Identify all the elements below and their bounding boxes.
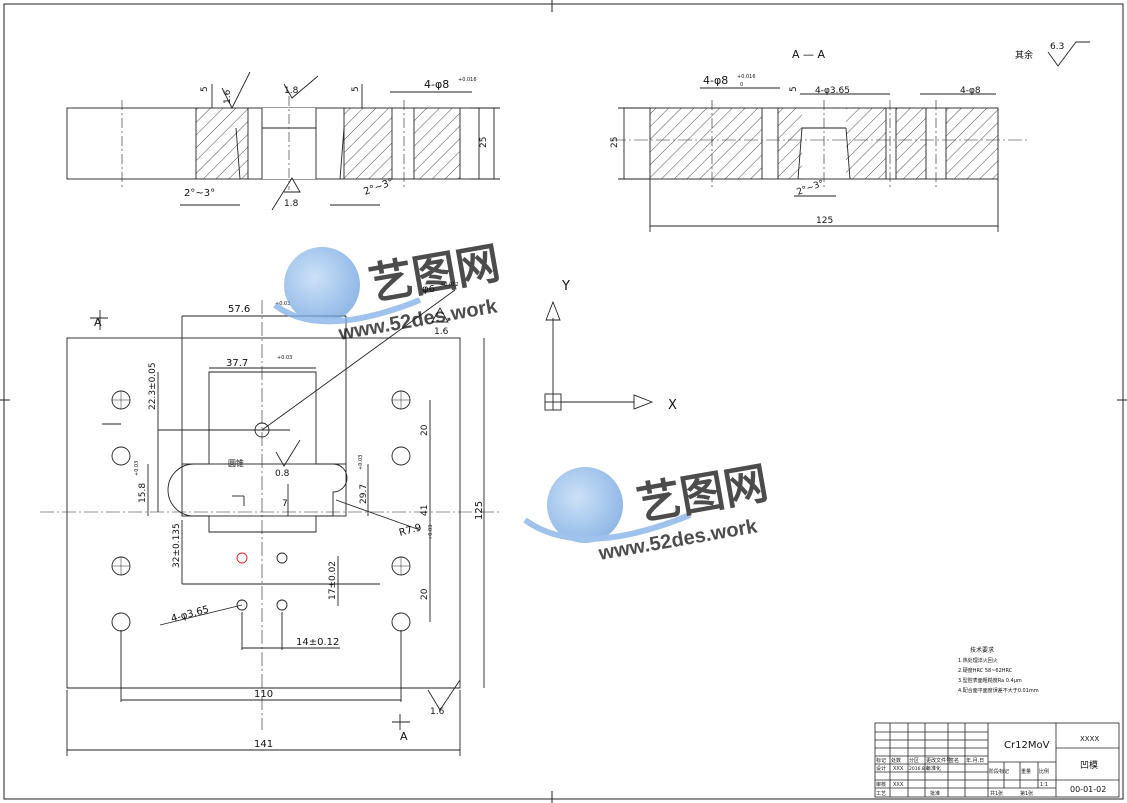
tb-material: Cr12MoV bbox=[1004, 740, 1050, 751]
tb-std: 标准化 bbox=[926, 765, 941, 772]
dim-57-6: 57.6 bbox=[228, 304, 250, 315]
dim-37-7: 37.7 bbox=[226, 358, 248, 369]
section-title: A — A bbox=[792, 48, 826, 61]
dim-15-8: 15.8 bbox=[138, 483, 148, 503]
dim-29-7-tol: +0.03 bbox=[358, 455, 364, 470]
watermark-middle: 艺图网 www.52des.work bbox=[523, 459, 772, 565]
radius-tol: +0.03 bbox=[428, 525, 434, 540]
dim-22-3: 22.3±0.05 bbox=[148, 362, 158, 410]
note-item: 3.型腔表面粗糙度Ra 0.4μm bbox=[958, 677, 1022, 684]
dim-7: 7 bbox=[282, 499, 288, 509]
plan-view bbox=[40, 289, 500, 756]
tb-date: 年.月.日 bbox=[966, 757, 984, 764]
title-block bbox=[874, 722, 1120, 798]
left-rough-c: 1.8 bbox=[284, 199, 299, 209]
right-holes-c: 4-φ8 bbox=[960, 86, 981, 96]
tb-part-name: 凹模 bbox=[1080, 760, 1098, 771]
dim-37-7-tol: +0.03 bbox=[277, 355, 292, 361]
left-rough-b: 1.8 bbox=[284, 86, 299, 96]
front-section-view bbox=[66, 71, 500, 211]
guide-holes bbox=[111, 390, 411, 632]
tb-sign: 签名 bbox=[949, 757, 959, 764]
section-mark-top: A bbox=[94, 316, 102, 329]
axis-symbol bbox=[544, 300, 654, 411]
mid-label: 圆锥 bbox=[228, 458, 244, 468]
tb-sheets-total: 共1张 bbox=[990, 790, 1003, 797]
right-length: 125 bbox=[816, 216, 833, 226]
tb-scale: 比例 bbox=[1039, 768, 1049, 775]
tb-company: XXXX bbox=[1080, 735, 1099, 743]
section-view-a-a bbox=[612, 41, 1090, 232]
left-depth-a: 5 bbox=[200, 86, 210, 92]
dim-57-6-tol: +0.03 bbox=[275, 301, 290, 307]
left-holes-tol: +0.016 bbox=[458, 77, 477, 83]
left-rough-a: 1.6 bbox=[223, 89, 233, 104]
dim-32: 32±0.135 bbox=[172, 523, 182, 568]
dim-20-bottom: 20 bbox=[420, 588, 430, 600]
rough-bottom: 1.6 bbox=[430, 707, 445, 717]
rough-mid: 0.8 bbox=[275, 469, 290, 479]
tb-design: 设计 bbox=[876, 765, 886, 772]
tb-process: 工艺 bbox=[876, 791, 886, 797]
right-depth: 5 bbox=[789, 86, 799, 92]
tb-zone: 分区 bbox=[909, 757, 919, 764]
title-block-text: 标记 处数 分区 更改文件号 签名 年.月.日 设计 XXX 2016.8.8 … bbox=[876, 735, 1106, 797]
left-taper-b: 2°~3° bbox=[362, 177, 395, 198]
right-holes-a-tol2: 0 bbox=[740, 82, 743, 88]
hole-phi6-tol: +0.012 bbox=[440, 282, 459, 288]
tb-approve: 批准 bbox=[930, 790, 940, 797]
right-taper: 2°~3° bbox=[796, 179, 826, 198]
dim-20-top: 20 bbox=[420, 424, 430, 436]
hole-phi6: φ6 bbox=[422, 284, 435, 295]
rough-top: 1.6 bbox=[434, 327, 449, 337]
right-holes-a: 4-φ8 bbox=[703, 74, 728, 87]
tb-count: 处数 bbox=[891, 757, 901, 764]
roughness-value: 6.3 bbox=[1050, 42, 1064, 52]
dim-15-8-tol: +0.03 bbox=[134, 461, 140, 476]
left-holes-label: 4-φ8 bbox=[424, 78, 449, 91]
tb-design-date: 2016.8.8 bbox=[909, 766, 929, 772]
dim-29-7: 29.7 bbox=[359, 484, 369, 504]
left-depth-b: 5 bbox=[351, 86, 361, 92]
right-holes-a-tol: +0.016 bbox=[737, 74, 756, 80]
tb-mark: 标记 bbox=[876, 757, 886, 764]
tb-design-name: XXX bbox=[893, 766, 904, 772]
tb-review-name: XXX bbox=[893, 782, 904, 788]
tb-stage: 阶段标记 bbox=[989, 768, 1009, 775]
radius: R7.9 bbox=[398, 522, 423, 539]
dim-41: 41 bbox=[420, 505, 430, 516]
y-axis-label: Y bbox=[561, 279, 570, 294]
dim-141: 141 bbox=[254, 739, 273, 750]
section-mark-bottom: A bbox=[400, 730, 408, 743]
tb-weight: 重量 bbox=[1021, 768, 1031, 775]
right-thickness: 25 bbox=[610, 137, 620, 148]
note-item: 1.热处理淬火回火 bbox=[958, 657, 998, 664]
right-holes-b: 4-φ3.65 bbox=[815, 86, 850, 96]
left-thickness: 25 bbox=[479, 137, 489, 148]
dim-17: 17±0.02 bbox=[328, 561, 338, 600]
technical-notes: 技术要求 1.热处理淬火回火 2.硬度HRC 58~62HRC 3.型腔表面粗糙… bbox=[958, 646, 1039, 694]
tb-scale-value: 1:1 bbox=[1040, 782, 1048, 788]
note-item: 2.硬度HRC 58~62HRC bbox=[958, 667, 1013, 674]
tb-review: 审核 bbox=[876, 781, 886, 788]
tb-doc: 更改文件号 bbox=[926, 757, 951, 764]
holes-small: 4-φ3.65 bbox=[170, 604, 210, 625]
tb-sheet-no: 第1张 bbox=[1020, 790, 1033, 797]
watermark-top: 艺图网 www.52des.work bbox=[273, 239, 504, 345]
dim-14: 14±0.12 bbox=[296, 637, 339, 648]
notes-title: 技术要求 bbox=[970, 646, 994, 654]
tb-drawing-no: 00-01-02 bbox=[1070, 785, 1106, 794]
roughness-label: 其余 bbox=[1015, 49, 1033, 61]
dim-110: 110 bbox=[254, 689, 273, 700]
dim-125: 125 bbox=[474, 501, 485, 520]
left-taper-a: 2°~3° bbox=[184, 188, 215, 199]
note-item: 4.配合面平面度误差不大于0.01mm bbox=[958, 687, 1039, 694]
x-axis-label: X bbox=[668, 398, 677, 413]
